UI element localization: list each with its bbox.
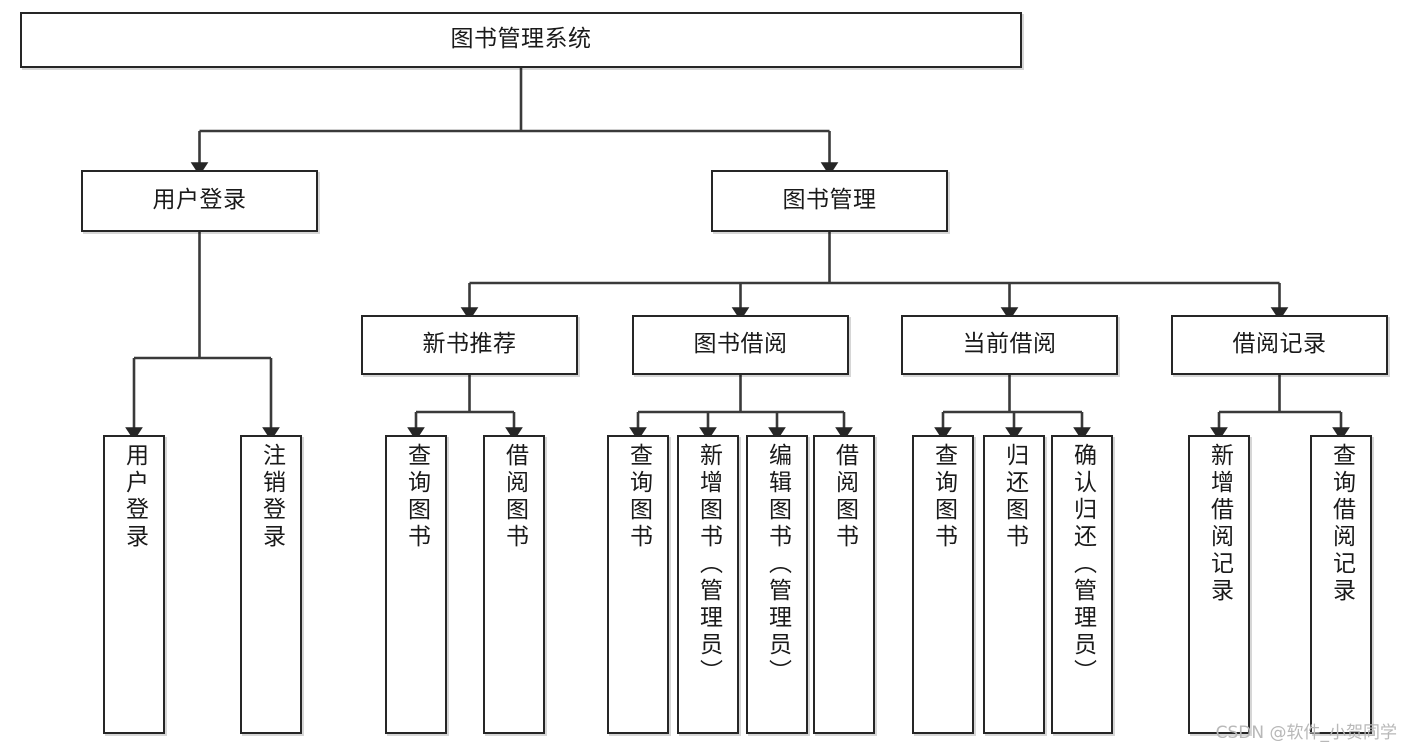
node-label: 归还图书 — [1001, 443, 1028, 551]
node-leaf-add-book[interactable]: 新增图书（管理员） — [677, 435, 739, 734]
node-label: 注销登录 — [258, 443, 285, 551]
node-leaf-user-logout[interactable]: 注销登录 — [240, 435, 302, 734]
node-leaf-borrow-book-1[interactable]: 借阅图书 — [483, 435, 545, 734]
node-label: 借阅图书 — [501, 443, 528, 551]
node-leaf-return-book[interactable]: 归还图书 — [983, 435, 1045, 734]
node-leaf-edit-book[interactable]: 编辑图书（管理员） — [746, 435, 808, 734]
node-leaf-add-record[interactable]: 新增借阅记录 — [1188, 435, 1250, 734]
node-label: 查询图书 — [930, 443, 957, 551]
node-current-borrow[interactable]: 当前借阅 — [901, 315, 1118, 375]
node-borrow-record[interactable]: 借阅记录 — [1171, 315, 1388, 375]
node-leaf-borrow-book-2[interactable]: 借阅图书 — [813, 435, 875, 734]
node-label: 图书借阅 — [693, 331, 788, 358]
node-new-book-rec[interactable]: 新书推荐 — [361, 315, 578, 375]
node-leaf-query-book-1[interactable]: 查询图书 — [385, 435, 447, 734]
node-label: 借阅记录 — [1232, 331, 1327, 358]
node-label: 确认归还（管理员） — [1069, 443, 1096, 686]
node-leaf-user-login[interactable]: 用户登录 — [103, 435, 165, 734]
node-book-borrow[interactable]: 图书借阅 — [632, 315, 849, 375]
node-label: 查询图书 — [625, 443, 652, 551]
node-leaf-query-book-3[interactable]: 查询图书 — [912, 435, 974, 734]
node-label: 编辑图书（管理员） — [764, 443, 791, 686]
node-leaf-query-record[interactable]: 查询借阅记录 — [1310, 435, 1372, 734]
node-label: 图书管理系统 — [450, 26, 592, 53]
node-leaf-query-book-2[interactable]: 查询图书 — [607, 435, 669, 734]
node-user-login[interactable]: 用户登录 — [81, 170, 318, 232]
node-label: 用户登录 — [121, 443, 148, 551]
csdn-watermark: CSDN @软件_小贺同学 — [1215, 723, 1397, 743]
node-label: 新增图书（管理员） — [695, 443, 722, 686]
node-label: 用户登录 — [152, 187, 247, 214]
node-label: 当前借阅 — [962, 331, 1057, 358]
node-label: 借阅图书 — [831, 443, 858, 551]
connector-group — [125, 68, 1350, 441]
node-label: 新书推荐 — [422, 331, 517, 358]
node-leaf-confirm-return[interactable]: 确认归还（管理员） — [1051, 435, 1113, 734]
node-root[interactable]: 图书管理系统 — [20, 12, 1022, 68]
node-label: 新增借阅记录 — [1206, 443, 1233, 605]
node-label: 图书管理 — [782, 187, 877, 214]
node-label: 查询图书 — [403, 443, 430, 551]
node-label: 查询借阅记录 — [1328, 443, 1355, 605]
node-book-manage[interactable]: 图书管理 — [711, 170, 948, 232]
